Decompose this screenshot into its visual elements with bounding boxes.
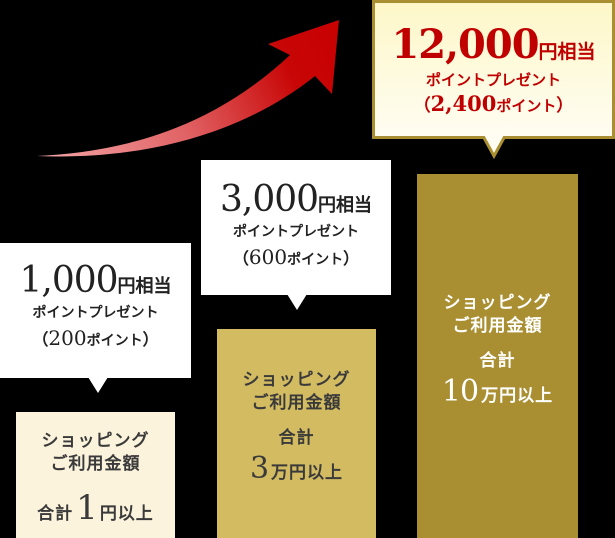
reward-label: ポイントプレゼント [32, 305, 159, 321]
reward-amount: 12,000円相当 [391, 21, 596, 68]
reward-bubble-tier-1: 1,000円相当 ポイントプレゼント （200ポイント） [0, 243, 191, 378]
bubble-pointer [88, 377, 108, 393]
reward-points: （2,400ポイント） [413, 91, 574, 116]
reward-amount: 1,000円相当 [19, 260, 172, 301]
reward-points: （200ポイント） [32, 325, 159, 350]
bubble-pointer [287, 294, 307, 310]
bubble-pointer [482, 136, 506, 160]
reward-bubble-tier-3: 12,000円相当 ポイントプレゼント （2,400ポイント） [372, 0, 615, 139]
reward-bubble-tier-2: 3,000円相当 ポイントプレゼント （600ポイント） [201, 160, 391, 295]
reward-amount: 3,000円相当 [219, 179, 373, 220]
reward-points: （600ポイント） [232, 244, 360, 269]
reward-label: ポイントプレゼント [425, 71, 561, 89]
reward-label: ポイントプレゼント [233, 224, 359, 240]
spend-threshold-label: 合計 [278, 427, 315, 448]
spend-threshold-label: 合計 [479, 350, 516, 371]
